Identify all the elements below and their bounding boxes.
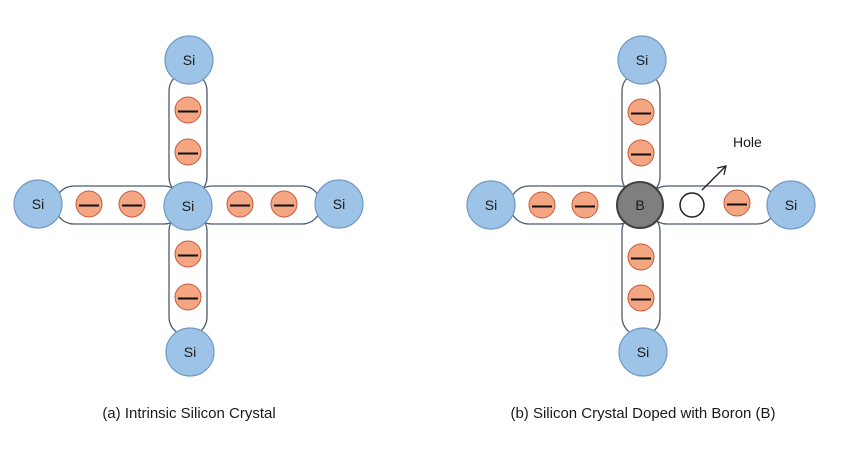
electron: —	[270, 190, 298, 218]
atom-label: B	[635, 197, 644, 213]
intrinsic-crystal-diagram: — — — — — — — — Si Si Si Si Si (a) Intri…	[13, 35, 364, 422]
electron-sign: —	[532, 195, 552, 217]
electron: —	[174, 240, 202, 268]
electron-sign: —	[727, 193, 747, 215]
si-atom-bottom: Si	[165, 327, 215, 377]
electron-sign: —	[631, 288, 651, 310]
hole-arrow	[701, 166, 726, 191]
atom-label: Si	[182, 198, 194, 214]
electron-sign: —	[631, 102, 651, 124]
atom-label: Si	[636, 52, 648, 68]
si-atom-right: Si	[766, 180, 816, 230]
caption-intrinsic: (a) Intrinsic Silicon Crystal	[102, 405, 275, 422]
electron: —	[627, 98, 655, 126]
hole-label: Hole	[733, 134, 762, 150]
bond-top	[621, 71, 661, 197]
si-atom-right: Si	[314, 179, 364, 229]
si-atom-center: Si	[163, 181, 213, 231]
electron: —	[627, 284, 655, 312]
electron-sign: —	[122, 194, 142, 216]
atom-label: Si	[637, 344, 649, 360]
electron: —	[627, 243, 655, 271]
bond-bottom	[168, 211, 208, 337]
caption-doped: (b) Silicon Crystal Doped with Boron (B)	[510, 405, 775, 422]
electron-sign: —	[178, 244, 198, 266]
electron-sign: —	[230, 194, 250, 216]
bond-top	[168, 71, 208, 197]
electron-sign: —	[274, 194, 294, 216]
electron: —	[118, 190, 146, 218]
electron-sign: —	[575, 195, 595, 217]
atom-label: Si	[184, 344, 196, 360]
atom-label: Si	[485, 197, 497, 213]
electron: —	[75, 190, 103, 218]
atom-label: Si	[32, 196, 44, 212]
si-atom-bottom: Si	[618, 327, 668, 377]
electron: —	[226, 190, 254, 218]
electron: —	[174, 283, 202, 311]
electron: —	[571, 191, 599, 219]
atom-label: Si	[785, 197, 797, 213]
electron: —	[723, 189, 751, 217]
bond-right	[647, 185, 777, 225]
boron-atom-center: B	[616, 181, 664, 229]
electron-sign: —	[631, 143, 651, 165]
si-atom-left: Si	[466, 180, 516, 230]
boron-doped-crystal-diagram: — — — — — — — Hole Si Si Si Si B (b) Sil…	[466, 35, 816, 422]
si-atom-top: Si	[617, 35, 667, 85]
bond-bottom	[621, 211, 661, 337]
electron: —	[627, 139, 655, 167]
hole-marker	[679, 192, 705, 218]
electron: —	[528, 191, 556, 219]
atom-label: Si	[333, 196, 345, 212]
electron-sign: —	[79, 194, 99, 216]
electron: —	[174, 138, 202, 166]
electron-sign: —	[631, 247, 651, 269]
atom-label: Si	[183, 52, 195, 68]
electron-sign: —	[178, 100, 198, 122]
si-atom-top: Si	[164, 35, 214, 85]
electron-sign: —	[178, 287, 198, 309]
si-atom-left: Si	[13, 179, 63, 229]
electron-sign: —	[178, 142, 198, 164]
electron: —	[174, 96, 202, 124]
